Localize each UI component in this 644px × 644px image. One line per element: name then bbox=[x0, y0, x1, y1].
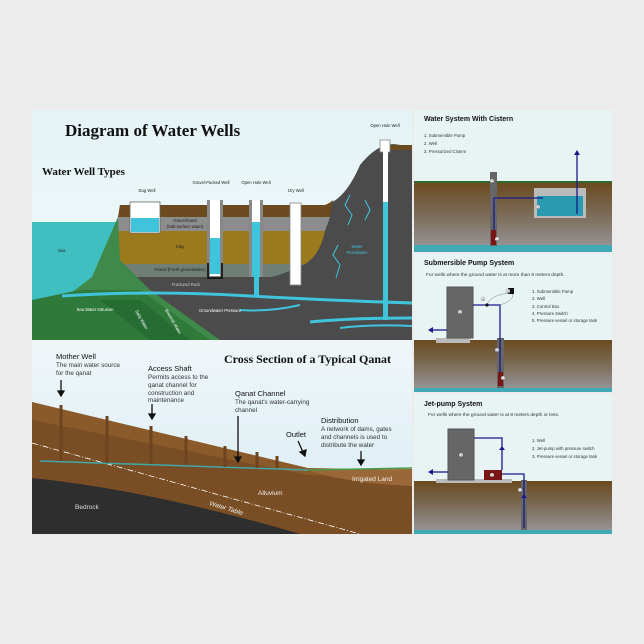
marker-2: 2 bbox=[496, 348, 498, 352]
main-title: Diagram of Water Wells bbox=[65, 121, 241, 140]
access-shaft-title: Access Shaft bbox=[148, 364, 193, 373]
open-hole-well-label: Open Hole Well bbox=[241, 180, 270, 185]
qanat-title: Cross Section of a Typical Qanat bbox=[224, 352, 391, 366]
gravel-fresh-label: Gravel (Fresh groundwater) bbox=[154, 267, 206, 272]
jetpump-subtitle: For wells where the ground water is at 8… bbox=[428, 412, 559, 418]
access-shaft-desc: Permits access to the bbox=[148, 374, 209, 381]
jetpump-title: Jet-pump System bbox=[424, 401, 482, 408]
irrigated-land bbox=[308, 469, 412, 486]
well-types-panel: Diagram of Water Wells Water Well Types … bbox=[32, 110, 413, 340]
fractured-rock-label: Fractured Rock bbox=[172, 282, 202, 287]
marker-3: 3 bbox=[507, 289, 509, 293]
alluvium-label: Alluvium bbox=[258, 490, 283, 497]
distribution-title: Distribution bbox=[321, 416, 359, 425]
mother-well-title: Mother Well bbox=[56, 352, 96, 361]
submersible-pump bbox=[498, 372, 503, 386]
bedrock bbox=[32, 478, 300, 534]
mother-well-desc-2: for the qanat bbox=[56, 370, 92, 377]
submersible-panel: 5 4 3 2 1 Submersible Pump System For we… bbox=[414, 254, 612, 392]
jetpump-item-3: 3. Pressure vessel or storage tank bbox=[532, 454, 598, 459]
cistern-item-1: 1. Submersible Pump bbox=[424, 133, 466, 138]
cistern-item-2: 2. Well bbox=[424, 141, 437, 146]
cistern-title: Water System With Cistern bbox=[424, 116, 513, 123]
distribution-desc: A network of dams, gates bbox=[321, 426, 392, 433]
access-shaft-desc-2: qanat channel for bbox=[148, 382, 197, 389]
submersible-item-3: 3. Control Box bbox=[532, 304, 560, 309]
outlet-label: Outlet bbox=[286, 430, 307, 439]
jetpump-item-2: 2. Jet-pump with pressure switch bbox=[532, 446, 595, 451]
irrigated-land-label: Irrigated Land bbox=[352, 476, 392, 483]
marker-2: 2 bbox=[491, 179, 493, 183]
pipe bbox=[474, 437, 525, 528]
hill-well-label: Open Hole Well bbox=[370, 123, 399, 128]
marker-1: 1 bbox=[502, 376, 504, 380]
cistern-panel: 2 3 1 Water System With Cistern 1. Subme… bbox=[414, 110, 612, 252]
gravel-sand-label: Gravel/Sand bbox=[173, 218, 197, 223]
qanat-channel-desc-2: channel bbox=[235, 407, 257, 414]
marker-2: 2 bbox=[491, 473, 493, 477]
qanat-panel: Cross Section of a Typical Qanat Mother … bbox=[31, 340, 413, 535]
gravel-packed-well bbox=[207, 200, 223, 279]
groundwater-stream bbox=[61, 291, 413, 305]
dry-well-label: Dry Well bbox=[288, 188, 304, 193]
percolation-arrows bbox=[332, 194, 371, 279]
cistern-item-3: 3. Pressurized Cistern bbox=[424, 149, 467, 154]
distribution-desc-3: distribute the water bbox=[321, 442, 374, 449]
submersible-title: Submersible Pump System bbox=[424, 260, 514, 267]
pipe bbox=[493, 197, 543, 230]
qanat-channel bbox=[39, 460, 309, 471]
groundwater-pressure-label: Groundwater Pressure bbox=[199, 308, 242, 313]
access-shaft-desc-4: maintenance bbox=[148, 397, 185, 404]
distribution-desc-2: and channels is used to bbox=[321, 434, 388, 441]
submersible-item-2: 2. Well bbox=[532, 296, 545, 301]
marker-4: 4 bbox=[482, 297, 484, 301]
sea-water-intrusion-label: Sea Water Intrusion bbox=[77, 307, 115, 312]
jetpump-item-1: 1. Well bbox=[532, 438, 545, 443]
dug-well-label: Dug Well bbox=[139, 188, 156, 193]
open-hole-well bbox=[249, 200, 263, 297]
jetpump-panel: 3 2 1 Jet-pump System For wells where th… bbox=[414, 394, 612, 534]
dug-well bbox=[129, 201, 161, 234]
arrows bbox=[56, 380, 366, 467]
topsoil bbox=[118, 200, 333, 217]
marker-3: 3 bbox=[460, 453, 462, 457]
submersible-item-4: 4. Pressure Switch bbox=[532, 311, 568, 316]
access-shafts bbox=[59, 405, 279, 468]
marker-1: 1 bbox=[519, 488, 521, 492]
access-shaft-desc-3: construction and bbox=[148, 390, 195, 397]
gravel-sand-sub-label: (Sub-surface water) bbox=[167, 224, 204, 229]
clay-label: Clay bbox=[176, 244, 185, 249]
water-percolation-label: Water bbox=[351, 244, 363, 249]
dry-well bbox=[289, 202, 302, 286]
marker-5: 5 bbox=[459, 310, 461, 314]
qanat-channel-title: Qanat Channel bbox=[235, 389, 286, 398]
bedrock-label: Bedrock bbox=[75, 504, 100, 511]
marker-3: 3 bbox=[537, 205, 539, 209]
mother-well-desc: The main water source bbox=[56, 362, 121, 369]
qanat-channel-desc: The qanat's water-carrying bbox=[235, 399, 310, 406]
submersible-item-1: 1. Submersible Pump bbox=[532, 289, 574, 294]
marker-1: 1 bbox=[496, 237, 498, 241]
control-box bbox=[508, 288, 514, 294]
water-percolation-label-2: Percolation bbox=[347, 250, 369, 255]
submersible-pump bbox=[491, 230, 496, 245]
submersible-subtitle: For wells where the ground water is at m… bbox=[426, 272, 565, 278]
hill-open-hole-well bbox=[379, 139, 391, 320]
well-types-heading: Water Well Types bbox=[42, 166, 126, 178]
submersible-item-5: 5. Pressure vessel or storage tank bbox=[532, 318, 598, 323]
gravel-packed-well-label: Gravel-Packed Well bbox=[193, 180, 230, 185]
water-table-line bbox=[31, 442, 361, 535]
sea-label: Sea bbox=[58, 248, 66, 253]
